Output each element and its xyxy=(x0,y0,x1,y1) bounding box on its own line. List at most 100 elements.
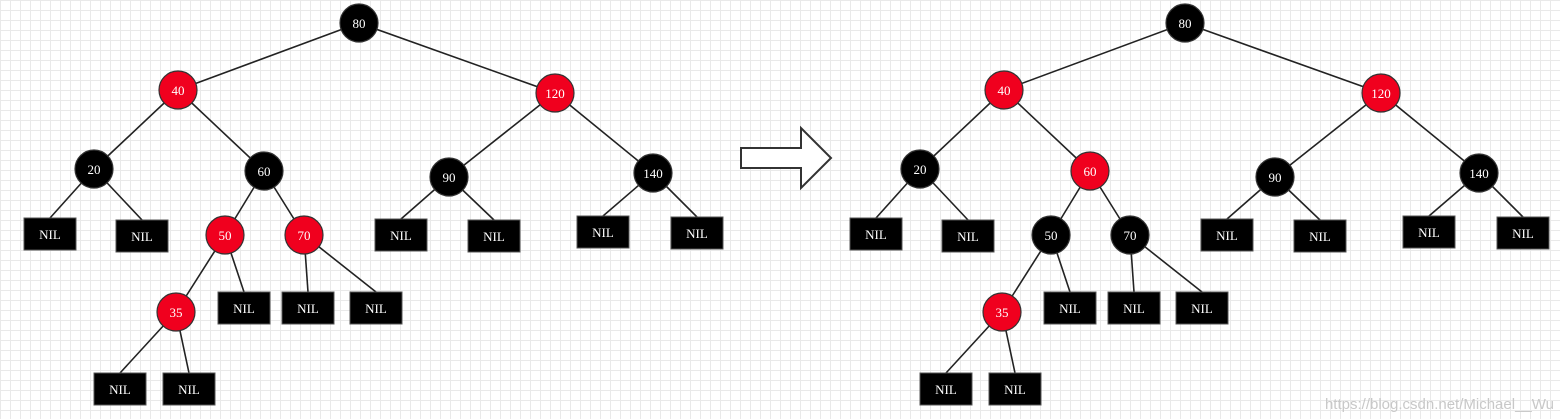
node-label: 140 xyxy=(643,166,663,181)
node-label: 20 xyxy=(914,162,927,177)
nil-box xyxy=(1107,291,1161,325)
nil-box xyxy=(349,291,403,325)
nil-box xyxy=(467,219,521,253)
nil-box xyxy=(217,291,271,325)
nil-leaf: NIL xyxy=(1293,219,1347,253)
node-label: 120 xyxy=(545,86,565,101)
node-label: 20 xyxy=(88,162,101,177)
tree-node-70: 70 xyxy=(1110,215,1150,255)
nil-label: NIL xyxy=(1216,228,1238,243)
right-arrow-icon xyxy=(740,125,833,191)
nil-label: NIL xyxy=(483,229,505,244)
nil-leaf: NIL xyxy=(576,215,630,249)
nil-box xyxy=(1402,215,1456,249)
nil-box xyxy=(849,217,903,251)
nil-leaf: NIL xyxy=(919,372,973,406)
tree-node-80: 80 xyxy=(1165,3,1205,43)
tree-node-140: 140 xyxy=(1459,153,1499,193)
node-label: 50 xyxy=(1045,228,1058,243)
node-circle xyxy=(205,215,245,255)
node-circle xyxy=(74,149,114,189)
nil-label: NIL xyxy=(1059,301,1081,316)
nil-box xyxy=(941,219,995,253)
nil-label: NIL xyxy=(957,229,979,244)
nil-box xyxy=(576,215,630,249)
nil-label: NIL xyxy=(390,228,412,243)
node-circle xyxy=(982,292,1022,332)
tree-edge xyxy=(1003,22,1186,91)
tree-node-50: 50 xyxy=(205,215,245,255)
node-label: 70 xyxy=(1124,228,1137,243)
node-label: 35 xyxy=(996,305,1009,320)
tree-node-90: 90 xyxy=(429,157,469,197)
nil-leaf: NIL xyxy=(1402,215,1456,249)
tree-edge xyxy=(1003,89,1091,172)
tree-edge xyxy=(1380,92,1480,174)
nil-box xyxy=(1496,216,1550,250)
nil-leaf: NIL xyxy=(281,291,335,325)
nil-leaf: NIL xyxy=(162,372,216,406)
node-circle xyxy=(1070,151,1110,191)
node-circle xyxy=(1110,215,1150,255)
nil-box xyxy=(93,372,147,406)
nil-leaf: NIL xyxy=(1043,291,1097,325)
node-circle xyxy=(1361,73,1401,113)
node-circle xyxy=(535,73,575,113)
tree-node-20: 20 xyxy=(74,149,114,189)
tree-node-60: 60 xyxy=(1070,151,1110,191)
node-label: 140 xyxy=(1469,166,1489,181)
node-label: 60 xyxy=(258,164,271,179)
node-label: 80 xyxy=(353,16,366,31)
nil-box xyxy=(162,372,216,406)
node-label: 90 xyxy=(1269,170,1282,185)
node-label: 70 xyxy=(298,228,311,243)
nil-leaf: NIL xyxy=(23,217,77,251)
node-circle xyxy=(1459,153,1499,193)
node-circle xyxy=(900,149,940,189)
tree-edge xyxy=(1274,92,1382,178)
tree-edge xyxy=(358,22,556,94)
nil-box xyxy=(919,372,973,406)
tree-node-120: 120 xyxy=(1361,73,1401,113)
nil-leaf: NIL xyxy=(1107,291,1161,325)
tree-node-40: 40 xyxy=(158,70,198,110)
node-circle xyxy=(284,215,324,255)
nil-leaf: NIL xyxy=(1496,216,1550,250)
nil-leaf: NIL xyxy=(349,291,403,325)
node-label: 40 xyxy=(172,83,185,98)
node-circle xyxy=(244,151,284,191)
tree-node-60: 60 xyxy=(244,151,284,191)
nil-label: NIL xyxy=(297,301,319,316)
nil-leaf: NIL xyxy=(849,217,903,251)
nil-label: NIL xyxy=(592,225,614,240)
nil-label: NIL xyxy=(39,227,61,242)
node-label: 60 xyxy=(1084,164,1097,179)
nil-leaf: NIL xyxy=(670,216,724,250)
nil-box xyxy=(23,217,77,251)
nil-label: NIL xyxy=(1123,301,1145,316)
node-circle xyxy=(156,292,196,332)
nil-leaf: NIL xyxy=(374,218,428,252)
node-label: 35 xyxy=(170,305,183,320)
nil-box xyxy=(1175,291,1229,325)
nil-label: NIL xyxy=(178,382,200,397)
node-circle xyxy=(339,3,379,43)
node-circle xyxy=(984,70,1024,110)
tree-node-35: 35 xyxy=(156,292,196,332)
nil-label: NIL xyxy=(1418,225,1440,240)
node-circle xyxy=(1255,157,1295,197)
nil-leaf: NIL xyxy=(467,219,521,253)
nil-leaf: NIL xyxy=(217,291,271,325)
nil-box xyxy=(1293,219,1347,253)
tree-node-40: 40 xyxy=(984,70,1024,110)
nil-label: NIL xyxy=(1004,382,1026,397)
watermark: https://blog.csdn.net/Michael__Wu xyxy=(1324,396,1554,413)
nil-box xyxy=(115,219,169,253)
node-circle xyxy=(1031,215,1071,255)
tree-node-70: 70 xyxy=(284,215,324,255)
nil-box xyxy=(281,291,335,325)
nil-label: NIL xyxy=(131,229,153,244)
